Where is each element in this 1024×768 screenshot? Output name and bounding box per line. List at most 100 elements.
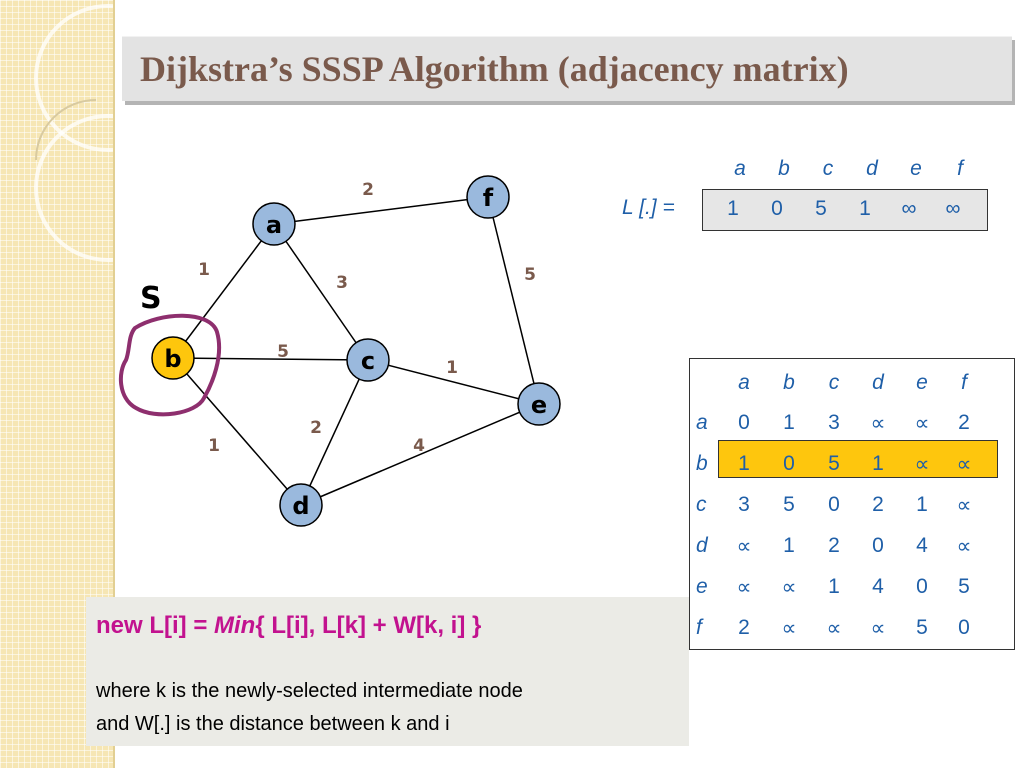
node-c: c bbox=[346, 338, 390, 382]
decorative-stripe bbox=[0, 0, 115, 768]
matrix-col-header-a: a bbox=[738, 371, 750, 394]
node-e-label: e bbox=[531, 391, 547, 419]
matrix-row-label: b bbox=[696, 452, 708, 475]
matrix-row-label: f bbox=[696, 616, 702, 639]
edge-b-c bbox=[172, 357, 369, 361]
decorative-rings bbox=[34, 4, 113, 262]
edge-weight-a-c: 3 bbox=[336, 273, 348, 293]
matrix-col-header-c: c bbox=[828, 371, 840, 394]
matrix-cell-e-e: 0 bbox=[916, 575, 928, 598]
matrix-cell-a-e: ∝ bbox=[914, 412, 930, 435]
edge-d-e bbox=[300, 403, 540, 506]
node-c-circle bbox=[346, 338, 390, 382]
matrix-cell-b-d: 1 bbox=[872, 452, 884, 475]
matrix-cell-c-b: 5 bbox=[783, 493, 795, 516]
matrix-cell-b-b: 0 bbox=[783, 452, 795, 475]
matrix-cell-f-a: 2 bbox=[738, 616, 750, 639]
l-value-c: 5 bbox=[815, 197, 827, 220]
note-line-2: and W[.] is the distance between k and i bbox=[96, 713, 450, 735]
matrix-cell-e-f: 5 bbox=[958, 575, 970, 598]
edge-weight-c-d: 2 bbox=[310, 418, 322, 438]
source-outline-layer bbox=[118, 313, 222, 417]
node-e: e bbox=[517, 382, 561, 426]
matrix-cell-f-f: 0 bbox=[958, 616, 970, 639]
matrix-row-label: d bbox=[696, 534, 708, 557]
node-f: f bbox=[466, 175, 510, 219]
matrix-cell-c-c: 0 bbox=[828, 493, 840, 516]
matrix-cell-b-f: ∝ bbox=[956, 453, 972, 476]
edge-weight-d-e: 4 bbox=[413, 436, 425, 456]
matrix-cell-d-b: 1 bbox=[783, 534, 795, 557]
l-value-a: 1 bbox=[727, 197, 739, 220]
l-header-f: f bbox=[957, 157, 963, 180]
l-header-e: e bbox=[910, 157, 922, 180]
matrix-row-label: c bbox=[696, 493, 707, 516]
page-title: Dijkstra’s SSSP Algorithm (adjacency mat… bbox=[140, 49, 849, 89]
matrix-cell-f-c: ∝ bbox=[826, 617, 842, 640]
edge-a-c bbox=[273, 223, 369, 361]
l-value-f: ∞ bbox=[945, 197, 961, 220]
node-a: a bbox=[252, 202, 296, 246]
note-line-1: where k is the newly-selected intermedia… bbox=[96, 680, 523, 702]
matrix-highlight-row bbox=[718, 440, 998, 478]
update-formula: new L[i] = Min{ L[i], L[k] + W[k, i] } bbox=[96, 612, 481, 640]
matrix-cell-d-f: ∝ bbox=[956, 535, 972, 558]
node-b: b bbox=[151, 336, 195, 380]
node-b-label: b bbox=[164, 345, 181, 373]
node-f-circle bbox=[466, 175, 510, 219]
matrix-cell-c-f: ∝ bbox=[956, 494, 972, 517]
node-a-circle bbox=[252, 202, 296, 246]
matrix-col-header-d: d bbox=[872, 371, 884, 394]
edge-weight-c-e: 1 bbox=[446, 358, 458, 378]
matrix-row-label: a bbox=[696, 411, 708, 434]
l-header-a: a bbox=[734, 157, 746, 180]
l-header-d: d bbox=[866, 157, 878, 180]
matrix-cell-f-e: 5 bbox=[916, 616, 928, 639]
l-header-c: c bbox=[822, 157, 834, 180]
l-vector-label: L [.] = bbox=[622, 196, 675, 219]
matrix-cell-c-d: 2 bbox=[872, 493, 884, 516]
matrix-cell-f-b: ∝ bbox=[781, 617, 797, 640]
matrix-cell-b-a: 1 bbox=[738, 452, 750, 475]
matrix-cell-d-c: 2 bbox=[828, 534, 840, 557]
matrix-cell-c-e: 1 bbox=[916, 493, 928, 516]
matrix-cell-d-e: 4 bbox=[916, 534, 928, 557]
matrix-cell-e-c: 1 bbox=[828, 575, 840, 598]
matrix-cell-a-c: 3 bbox=[828, 411, 840, 434]
node-e-circle bbox=[517, 382, 561, 426]
matrix-row-f: f 2 ∝ ∝ ∝ 5 0 bbox=[690, 616, 1014, 646]
source-label: S bbox=[140, 281, 162, 316]
node-a-label: a bbox=[266, 211, 282, 239]
matrix-row-c: c 3 5 0 2 1 ∝ bbox=[690, 493, 1014, 523]
node-d-label: d bbox=[292, 492, 309, 520]
matrix-col-header-b: b bbox=[783, 371, 795, 394]
matrix-cell-e-b: ∝ bbox=[781, 576, 797, 599]
matrix-cell-f-d: ∝ bbox=[870, 617, 886, 640]
source-outline bbox=[118, 313, 222, 417]
edge-weight-f-e: 5 bbox=[524, 265, 536, 285]
formula-min: Min bbox=[214, 612, 256, 639]
formula-note: where k is the newly-selected intermedia… bbox=[96, 675, 686, 741]
formula-panel: new L[i] = Min{ L[i], L[k] + W[k, i] } w… bbox=[86, 597, 689, 746]
matrix-col-header-f: f bbox=[961, 371, 967, 394]
l-value-e: ∞ bbox=[901, 197, 917, 220]
edge-a-b bbox=[172, 223, 275, 359]
title-bar: Dijkstra’s SSSP Algorithm (adjacency mat… bbox=[122, 36, 1012, 101]
matrix-cell-c-a: 3 bbox=[738, 493, 750, 516]
matrix-cell-d-a: ∝ bbox=[736, 535, 752, 558]
formula-prefix: new L[i] = bbox=[96, 612, 215, 639]
matrix-cell-b-e: ∝ bbox=[914, 453, 930, 476]
node-f-label: f bbox=[483, 184, 494, 212]
edge-c-e bbox=[367, 359, 540, 405]
matrix-cell-e-a: ∝ bbox=[736, 576, 752, 599]
node-c-label: c bbox=[361, 347, 375, 375]
matrix-cell-a-b: 1 bbox=[783, 411, 795, 434]
edge-weight-b-d: 1 bbox=[208, 436, 220, 456]
formula-suffix: { L[i], L[k] + W[k, i] } bbox=[255, 612, 482, 639]
